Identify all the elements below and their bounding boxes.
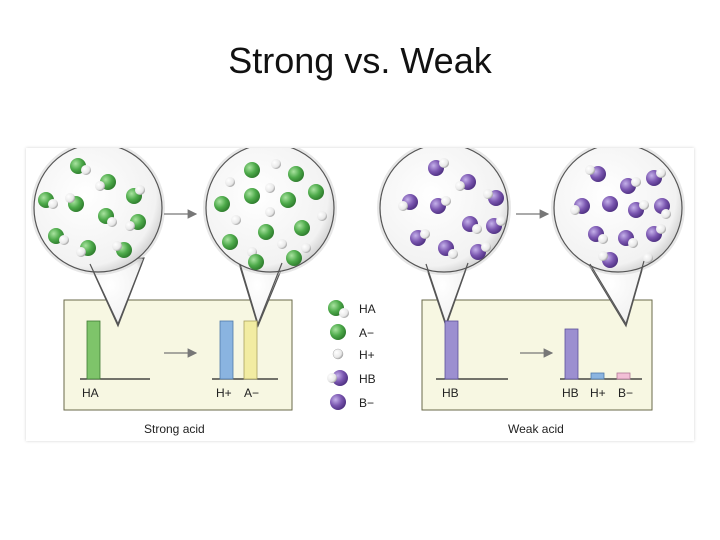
weak-label-hb-after: HB [562,386,579,400]
strong-label-h-plus: H+ [216,386,232,400]
weak-acid-caption: Weak acid [508,422,564,436]
hb-molecule-icon [618,230,638,248]
weak-label-b-minus: B− [618,386,633,400]
a-minus-ion-icon [288,166,304,182]
weak-bar-h-plus [590,372,605,380]
strong-bar-chart: HA H+ A− [80,320,278,400]
ha-molecule-icon [48,228,69,245]
legend-item-hb: HB [327,370,376,386]
slide-title: Strong vs. Weak [228,40,492,81]
legend: HA A− H+ HB B− [327,300,376,410]
weak-label-h-plus: H+ [590,386,606,400]
svg-text:A−: A− [359,326,374,340]
h-plus-ion-icon [231,215,241,225]
weak-bar-b-minus [616,372,631,380]
ha-molecule-icon [70,158,91,175]
hb-molecule-icon [438,240,458,259]
hb-molecule-icon [430,196,451,214]
strong-acid-section: HA H+ A− Strong acid [31,148,337,436]
a-minus-ion-icon [248,254,264,270]
ha-molecule-icon [112,241,132,258]
hb-molecule-icon [620,177,641,194]
a-minus-ion-icon [222,234,238,250]
strong-bar-ha [86,320,101,380]
a-minus-ion-icon [214,196,230,212]
ha-molecule-icon [38,192,58,209]
a-minus-ion-icon [308,184,324,200]
legend-item-ha: HA [328,300,376,318]
hb-molecule-icon [462,216,482,234]
hb-molecule-icon [470,242,491,260]
h-plus-ion-icon [317,211,327,221]
h-plus-ion-icon [225,177,235,187]
hb-molecule-icon [598,251,618,268]
hb-molecule-icon [570,198,590,215]
hb-molecule-icon [585,165,606,182]
hb-molecule-icon [646,168,666,186]
legend-item-h-plus: H+ [332,348,375,362]
weak-after-molecules [570,165,671,268]
weak-before-molecules [398,158,506,260]
strong-after-ions [214,159,327,270]
b-minus-ion-icon [602,196,618,212]
a-minus-ion-icon [280,192,296,208]
a-minus-ion-icon [286,250,302,266]
a-minus-ion-icon [258,224,274,240]
a-minus-ion-icon [244,162,260,178]
weak-bar-hb-before [444,320,459,380]
svg-text:H+: H+ [359,348,375,362]
strong-bar-a-minus [243,320,258,380]
weak-bar-hb-after [564,328,579,380]
svg-text:HB: HB [359,372,376,386]
ha-molecule-icon [65,193,84,212]
svg-text:B−: B− [359,396,374,410]
weak-acid-panel [421,299,653,411]
strong-label-a-minus: A− [244,386,259,400]
hb-molecule-icon [654,198,671,219]
hb-molecule-icon [483,189,504,206]
hb-molecule-icon [486,216,506,234]
ha-molecule-icon [125,214,146,231]
strong-before-molecules [38,158,146,258]
h-plus-ion-icon [277,239,287,249]
weak-acid-section: HB HB H+ B− Weak acid [377,148,685,436]
hb-molecule-icon [455,174,476,191]
hb-molecule-icon [410,229,430,246]
svg-text:HA: HA [359,302,376,316]
weak-bar-chart: HB HB H+ B− [436,320,642,400]
strong-bar-h-plus [219,320,234,380]
ha-molecule-icon [98,208,117,227]
h-plus-ion-icon [265,183,275,193]
hb-molecule-icon [398,194,418,211]
h-plus-ion-icon [265,207,275,217]
a-minus-ion-icon [244,188,260,204]
h-plus-ion-icon [271,159,281,169]
ha-molecule-icon [126,185,145,204]
strong-acid-caption: Strong acid [144,422,205,436]
strong-label-ha: HA [82,386,99,400]
a-minus-ion-icon [294,220,310,236]
hb-molecule-icon [628,200,649,218]
legend-item-b-minus: B− [330,394,374,410]
ha-molecule-icon [95,174,116,191]
h-plus-ion-icon [301,243,311,253]
hb-molecule-icon [588,226,608,244]
ha-molecule-icon [76,240,96,257]
legend-item-a-minus: A− [330,324,374,340]
weak-label-hb-before: HB [442,386,459,400]
acid-dissociation-diagram: HA H+ A− Strong acid HA A− H+ HB [26,148,694,441]
hb-molecule-icon [646,224,666,242]
hb-molecule-icon [428,158,449,176]
h-plus-ion-icon [643,253,653,263]
